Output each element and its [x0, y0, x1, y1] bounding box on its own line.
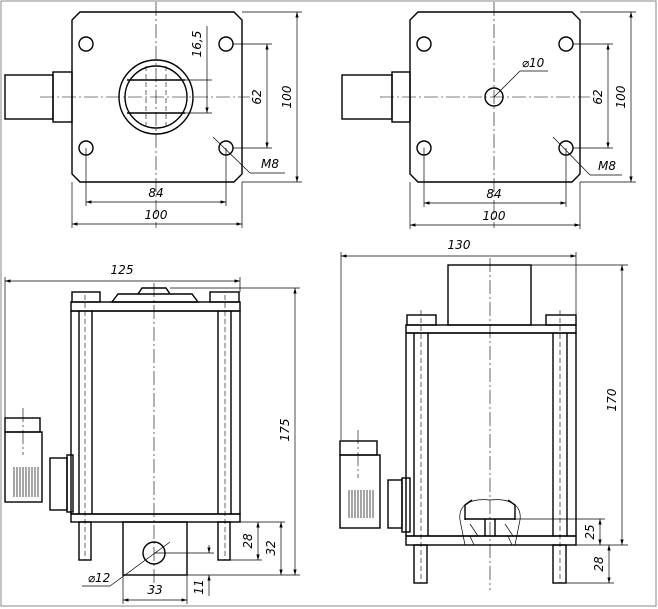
rod: [217, 521, 231, 561]
dim-thread: M8: [598, 159, 616, 173]
rod: [413, 544, 428, 584]
top-cap: [110, 287, 200, 303]
dim-bore: ⌀12: [88, 571, 111, 585]
dim-holes-horizontal: 84: [148, 186, 163, 200]
dim-section: 25: [583, 524, 597, 539]
top-plate: [405, 324, 577, 334]
top-plate: [70, 301, 241, 312]
dim-center-hole: ⌀10: [522, 56, 545, 70]
port-block: [122, 521, 188, 576]
dim-slot: 16,5: [190, 31, 204, 58]
top-block: [447, 264, 532, 326]
front-view-right: 130 170 25 28: [339, 238, 628, 590]
dim-overall-width: 125: [111, 263, 134, 277]
rod: [552, 544, 567, 584]
dim-height: 100: [614, 85, 628, 108]
dim-width: 100: [145, 208, 168, 222]
bolt-head: [209, 291, 240, 303]
dim-rod: 28: [592, 556, 606, 572]
bolt-head: [406, 314, 437, 326]
dim-block-width: 33: [147, 583, 162, 597]
dim-overall-width: 130: [448, 238, 471, 252]
bottom-plate: [405, 535, 577, 546]
dim-height: 100: [280, 85, 294, 108]
dim-width: 100: [483, 209, 506, 223]
dim-bore-offset: 11: [192, 579, 206, 594]
bolt-head: [71, 291, 101, 303]
front-view-left: 125 175 28 32 11 ⌀12 33: [4, 263, 300, 604]
dim-holes-horizontal: 84: [486, 187, 501, 201]
dim-overall-height: 170: [605, 388, 619, 411]
bottom-plate: [70, 513, 241, 523]
electrical-connector: [339, 430, 411, 533]
dim-holes-vertical: 62: [591, 89, 605, 104]
connector-side: [4, 71, 73, 123]
body: [405, 332, 577, 537]
body: [70, 310, 241, 515]
dim-rod: 28: [241, 533, 255, 549]
top-view-right: ⌀10 100 62 M8 84 100: [341, 2, 636, 229]
bolt-head: [545, 314, 577, 326]
dim-thread: M8: [261, 157, 279, 171]
electrical-connector: [4, 408, 74, 513]
connector-side: [341, 71, 411, 123]
dim-block: 32: [264, 540, 278, 555]
dim-holes-vertical: 62: [250, 89, 264, 104]
top-view-left: 100 62 16,5 M8 84 100: [4, 2, 302, 228]
dim-overall-height: 175: [278, 419, 292, 442]
rod: [78, 521, 92, 561]
